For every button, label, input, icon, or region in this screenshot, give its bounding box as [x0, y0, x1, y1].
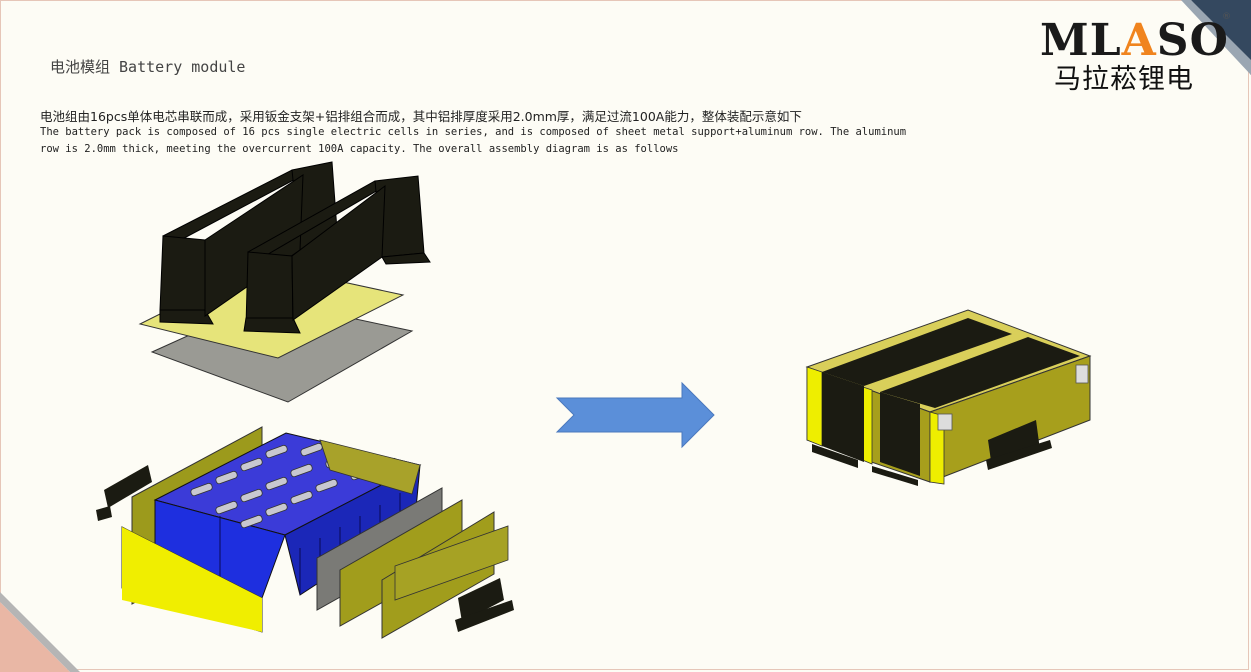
corner-decoration-bottom-left [0, 592, 80, 672]
logo-subtitle: 马拉菘锂电 [1054, 64, 1194, 95]
bracket-small-left [96, 465, 152, 521]
corner-decoration-top-right [1181, 0, 1251, 75]
page-title: 电池模组 Battery module [50, 58, 246, 76]
assembled-module [805, 309, 1092, 486]
bracket-right [243, 175, 431, 334]
assembly-arrow [555, 381, 715, 449]
olive-side-panel-right-2 [381, 511, 509, 639]
logo-wordmark: MLASO [1040, 15, 1229, 66]
bracket-small-right [455, 578, 514, 632]
brand-logo: MLASO 马拉菘锂电 [1040, 14, 1230, 96]
registered-mark: ® [1222, 12, 1231, 22]
olive-side-panel-back [319, 439, 421, 495]
description-chinese: 电池组由16pcs单体电芯串联而成，采用钣金支架+铝排组合而成，其中铝排厚度采用… [40, 109, 802, 124]
yellow-insulation-sheet-front [121, 526, 263, 633]
description-english: The battery pack is composed of 16 pcs s… [40, 126, 907, 155]
